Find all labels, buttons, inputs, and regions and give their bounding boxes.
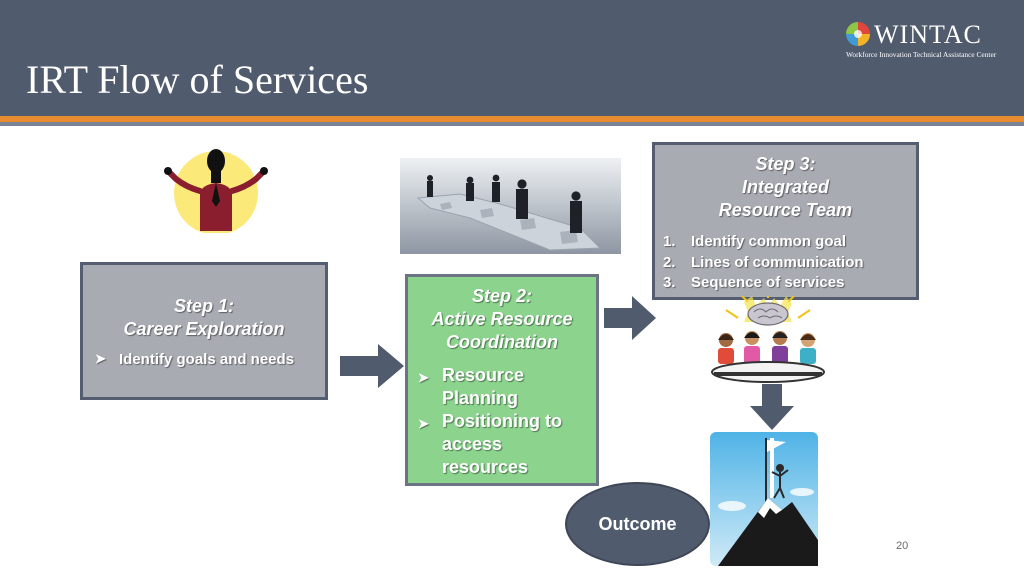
accent-rule — [0, 116, 1024, 122]
step3-list: 1.Identify common goal 2.Lines of commun… — [663, 232, 916, 294]
outcome-label: Outcome — [598, 514, 677, 534]
outcome-oval: Outcome — [565, 482, 710, 566]
logo-subtitle: Workforce Innovation Technical Assistanc… — [846, 50, 997, 59]
wintac-logo: WINTAC Workforce Innovation Technical As… — [844, 20, 1014, 62]
slide-header — [0, 0, 1024, 116]
step3-heading: Step 3: Integrated Resource Team — [718, 154, 853, 220]
arrow-bullet-icon: ➤ — [95, 351, 106, 366]
arrow-right-icon — [604, 296, 656, 340]
step2-bullet-1: ➤ Resource Planning — [418, 365, 525, 408]
business-people-puzzle-photo — [400, 158, 621, 254]
arrow-bullet-icon: ➤ — [418, 370, 429, 385]
arrow-bullet-icon: ➤ — [418, 416, 429, 431]
step3-box: Step 3: Integrated Resource Team 1.Ident… — [652, 142, 919, 300]
logo-name: WINTAC — [874, 20, 982, 49]
team-brainstorm-clipart — [711, 296, 825, 383]
page-number: 20 — [896, 540, 909, 552]
pinwheel-logo-icon — [846, 22, 870, 46]
arrow-down-icon — [750, 384, 794, 430]
step1-box: Step 1: Career Exploration ➤ Identify go… — [80, 262, 328, 400]
slide-title: IRT Flow of Services — [26, 57, 369, 102]
step2-box: Step 2: Active Resource Coordination ➤ R… — [405, 274, 599, 486]
arrow-right-icon — [340, 344, 404, 388]
step2-bullet-2: ➤ Positioning to access resources — [418, 411, 562, 477]
shrugging-person-clipart — [164, 149, 268, 233]
accent-rule-shadow — [0, 122, 1024, 126]
step2-heading: Step 2: Active Resource Coordination — [431, 286, 573, 352]
mountain-summit-picture — [710, 432, 818, 566]
step1-heading: Step 1: Career Exploration — [123, 296, 285, 339]
step1-bullet: ➤ Identify goals and needs — [95, 351, 295, 368]
step3-item-3: 3.Sequence of services — [663, 274, 845, 291]
step3-item-2: 2.Lines of communication — [663, 253, 864, 271]
step3-item-1: 1.Identify common goal — [663, 233, 847, 250]
